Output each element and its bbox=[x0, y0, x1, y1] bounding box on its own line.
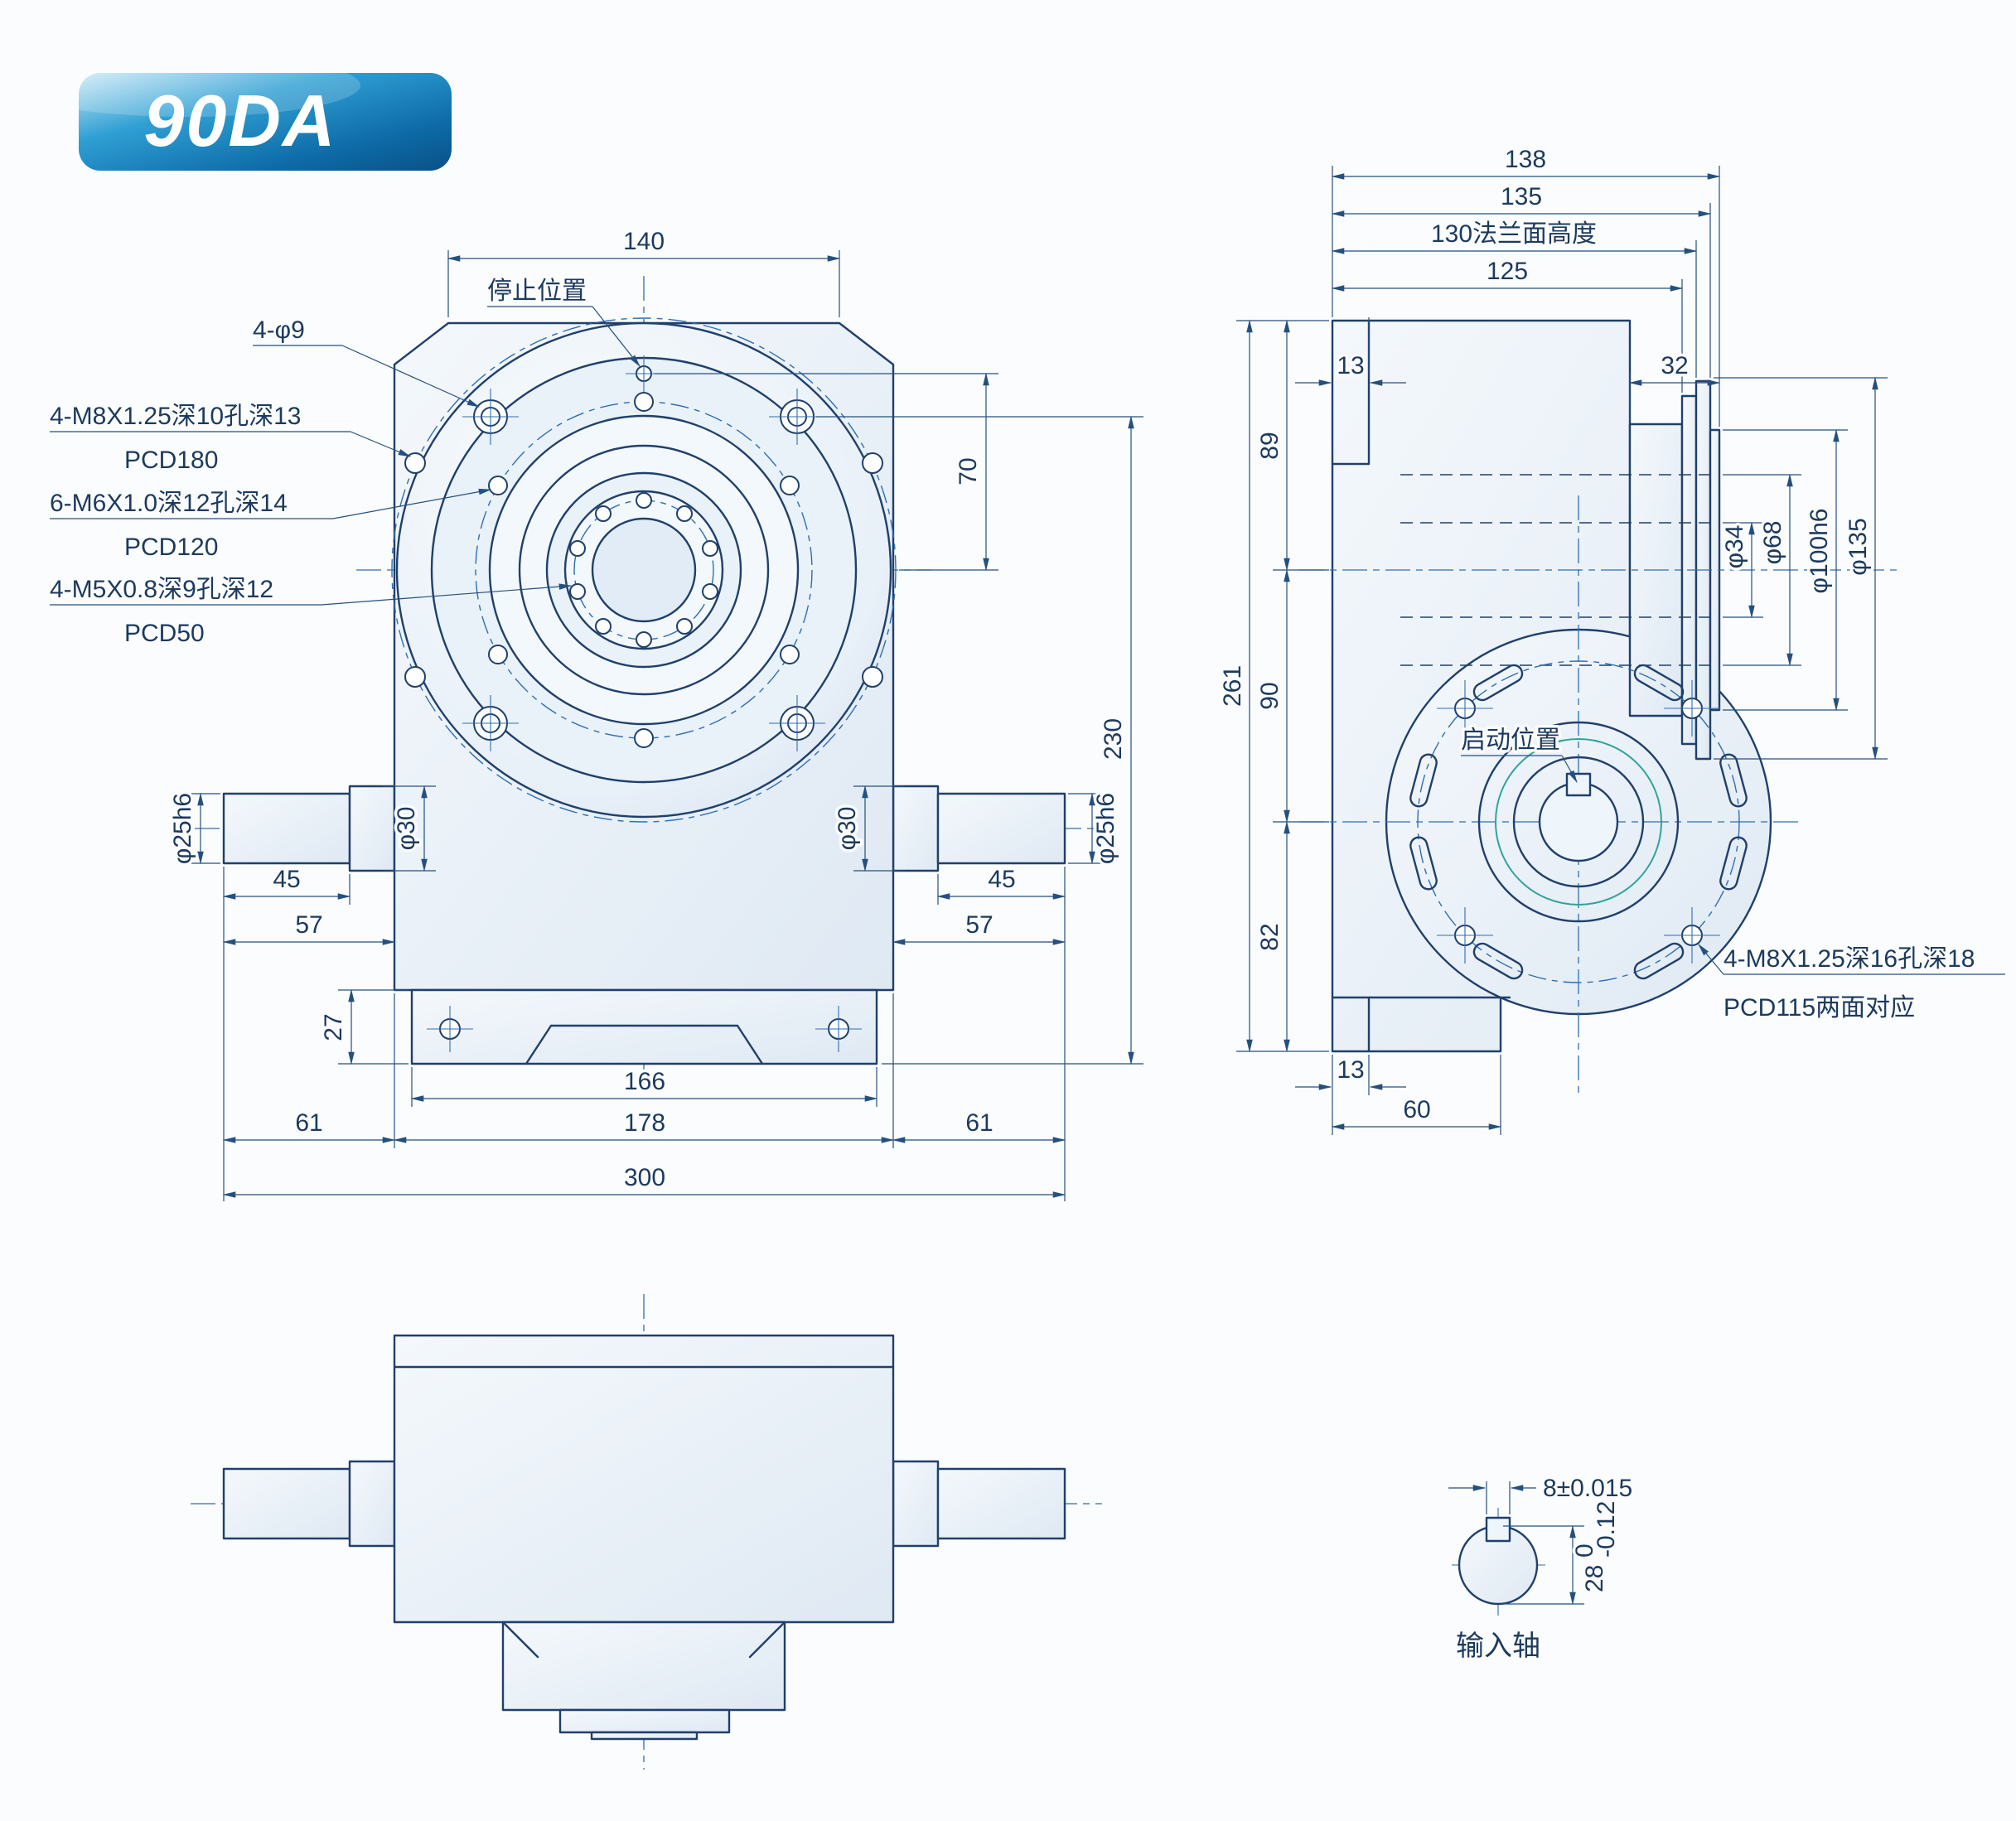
side-dim-d68: φ68 bbox=[1759, 521, 1786, 565]
front-view: 140 停止位置 4-φ9 4-M8X1.25深10孔深13 PCD180 6-… bbox=[47, 225, 1143, 1201]
detail-dim-28: 28 bbox=[1581, 1565, 1608, 1592]
front-dim-boss-left: φ30 bbox=[393, 807, 420, 851]
locking-screw-holes bbox=[569, 492, 718, 648]
front-dim-61-right: 61 bbox=[965, 1109, 993, 1137]
input-shaft-key bbox=[1485, 1516, 1511, 1543]
bottom-pad bbox=[558, 1708, 731, 1734]
m6-holes bbox=[488, 392, 800, 748]
front-dim-57-left: 57 bbox=[295, 911, 322, 939]
input-shaft-detail: 8±0.015 28 0 -0.12 输入轴 bbox=[1448, 1472, 1636, 1665]
front-left-shaft bbox=[222, 792, 351, 865]
front-dim-230: 230 bbox=[1100, 718, 1127, 760]
front-dim-shaft-right: φ25h6 bbox=[1092, 793, 1119, 864]
side-arc-slots bbox=[1409, 664, 1748, 980]
side-dim-261: 261 bbox=[1219, 665, 1246, 707]
side-dim-13-bottom: 13 bbox=[1337, 1056, 1364, 1084]
front-dim-45-right: 45 bbox=[988, 866, 1015, 893]
front-right-boss bbox=[892, 785, 940, 872]
side-dim-89: 89 bbox=[1256, 432, 1284, 459]
side-dim-d135: φ135 bbox=[1844, 518, 1872, 576]
front-center-bore bbox=[591, 517, 697, 623]
badge-sheen bbox=[12, 54, 360, 117]
front-note-m8: 4-M8X1.25深10孔深13 bbox=[50, 403, 302, 430]
front-dim-140: 140 bbox=[623, 228, 665, 255]
front-dim-45-left: 45 bbox=[273, 866, 300, 893]
side-view: 138 135 130法兰面高度 125 13 32 89 90 82 261 … bbox=[1216, 143, 2005, 1135]
front-geometry bbox=[195, 276, 1098, 1090]
front-dim-boss-right: φ30 bbox=[834, 807, 861, 851]
bottom-right-shaft bbox=[936, 1467, 1066, 1540]
front-dim-shaft-left: φ25h6 bbox=[169, 793, 196, 864]
side-keyway bbox=[1565, 772, 1592, 797]
front-dim-70: 70 bbox=[955, 457, 982, 485]
side-geometry bbox=[1299, 319, 1899, 1095]
bottom-left-shaft bbox=[222, 1467, 351, 1540]
side-teal-circle bbox=[1495, 738, 1662, 906]
front-dimensions: 140 停止位置 4-φ9 4-M8X1.25深10孔深13 PCD180 6-… bbox=[47, 225, 1143, 1201]
side-dim-90: 90 bbox=[1256, 682, 1284, 709]
m8-holes bbox=[404, 452, 883, 688]
front-left-boss bbox=[348, 785, 396, 872]
front-note-m6: 6-M6X1.0深12孔深14 bbox=[50, 490, 288, 517]
side-dim-d34: φ34 bbox=[1721, 525, 1748, 569]
front-dim-178: 178 bbox=[624, 1109, 665, 1137]
front-label-stop-position: 停止位置 bbox=[487, 278, 587, 305]
side-note-m8: 4-M8X1.25深16孔深18 bbox=[1724, 945, 1975, 973]
side-label-start-position: 启动位置 bbox=[1461, 727, 1560, 754]
side-dim-125: 125 bbox=[1487, 258, 1528, 285]
detail-dim-shaft-dia: 28 0 -0.12 bbox=[1569, 1498, 1623, 1595]
side-dim-d100h6: φ100h6 bbox=[1806, 509, 1833, 594]
front-dim-300: 300 bbox=[624, 1164, 665, 1191]
bottom-view bbox=[191, 1294, 1102, 1770]
bottom-right-boss bbox=[892, 1460, 940, 1548]
detail-label-input-shaft: 输入轴 bbox=[1456, 1630, 1540, 1662]
front-dim-166: 166 bbox=[624, 1068, 665, 1095]
base-holes bbox=[427, 1006, 862, 1052]
bottom-left-boss bbox=[348, 1460, 396, 1548]
front-label-corner-holes: 4-φ9 bbox=[253, 316, 305, 344]
detail-tol-lower: -0.12 bbox=[1593, 1501, 1620, 1558]
detail-dim-key: 8±0.015 bbox=[1543, 1475, 1632, 1502]
model-badge: 90DA bbox=[12, 54, 452, 171]
badge-shape bbox=[79, 73, 452, 171]
corner-holes bbox=[462, 389, 825, 751]
side-note-m8-pcd: PCD115两面对应 bbox=[1724, 994, 1915, 1022]
side-dim-135: 135 bbox=[1501, 183, 1542, 210]
front-note-m6-pcd: PCD120 bbox=[124, 534, 218, 561]
front-right-shaft bbox=[936, 792, 1066, 865]
model-name: 90DA bbox=[144, 80, 337, 162]
side-dimensions: 138 135 130法兰面高度 125 13 32 89 90 82 261 … bbox=[1216, 143, 2005, 1135]
side-dim-130-flange: 130法兰面高度 bbox=[1431, 220, 1597, 248]
pcd115-circle bbox=[1417, 660, 1740, 983]
bottom-lip bbox=[590, 1731, 699, 1741]
side-bolt-holes bbox=[1437, 680, 1720, 964]
front-note-m5-pcd: PCD50 bbox=[124, 620, 205, 647]
side-dim-138: 138 bbox=[1505, 146, 1546, 173]
front-base bbox=[410, 988, 878, 1065]
front-dim-57-right: 57 bbox=[965, 911, 993, 939]
front-note-m5: 4-M5X0.8深9孔深12 bbox=[50, 576, 273, 603]
front-dim-27: 27 bbox=[320, 1013, 347, 1041]
side-dim-32: 32 bbox=[1661, 352, 1688, 379]
front-base-notch bbox=[525, 1024, 764, 1065]
side-dim-82: 82 bbox=[1256, 923, 1284, 950]
front-dim-61-left: 61 bbox=[295, 1109, 322, 1137]
bottom-body-outline bbox=[393, 1334, 895, 1624]
bottom-housing bbox=[501, 1621, 786, 1712]
detail-tol-upper: 0 bbox=[1571, 1543, 1598, 1558]
side-dim-60: 60 bbox=[1403, 1096, 1430, 1123]
side-dim-13-top: 13 bbox=[1337, 352, 1364, 379]
pcd180-circle bbox=[391, 317, 897, 823]
front-note-m8-pcd: PCD180 bbox=[124, 447, 218, 474]
